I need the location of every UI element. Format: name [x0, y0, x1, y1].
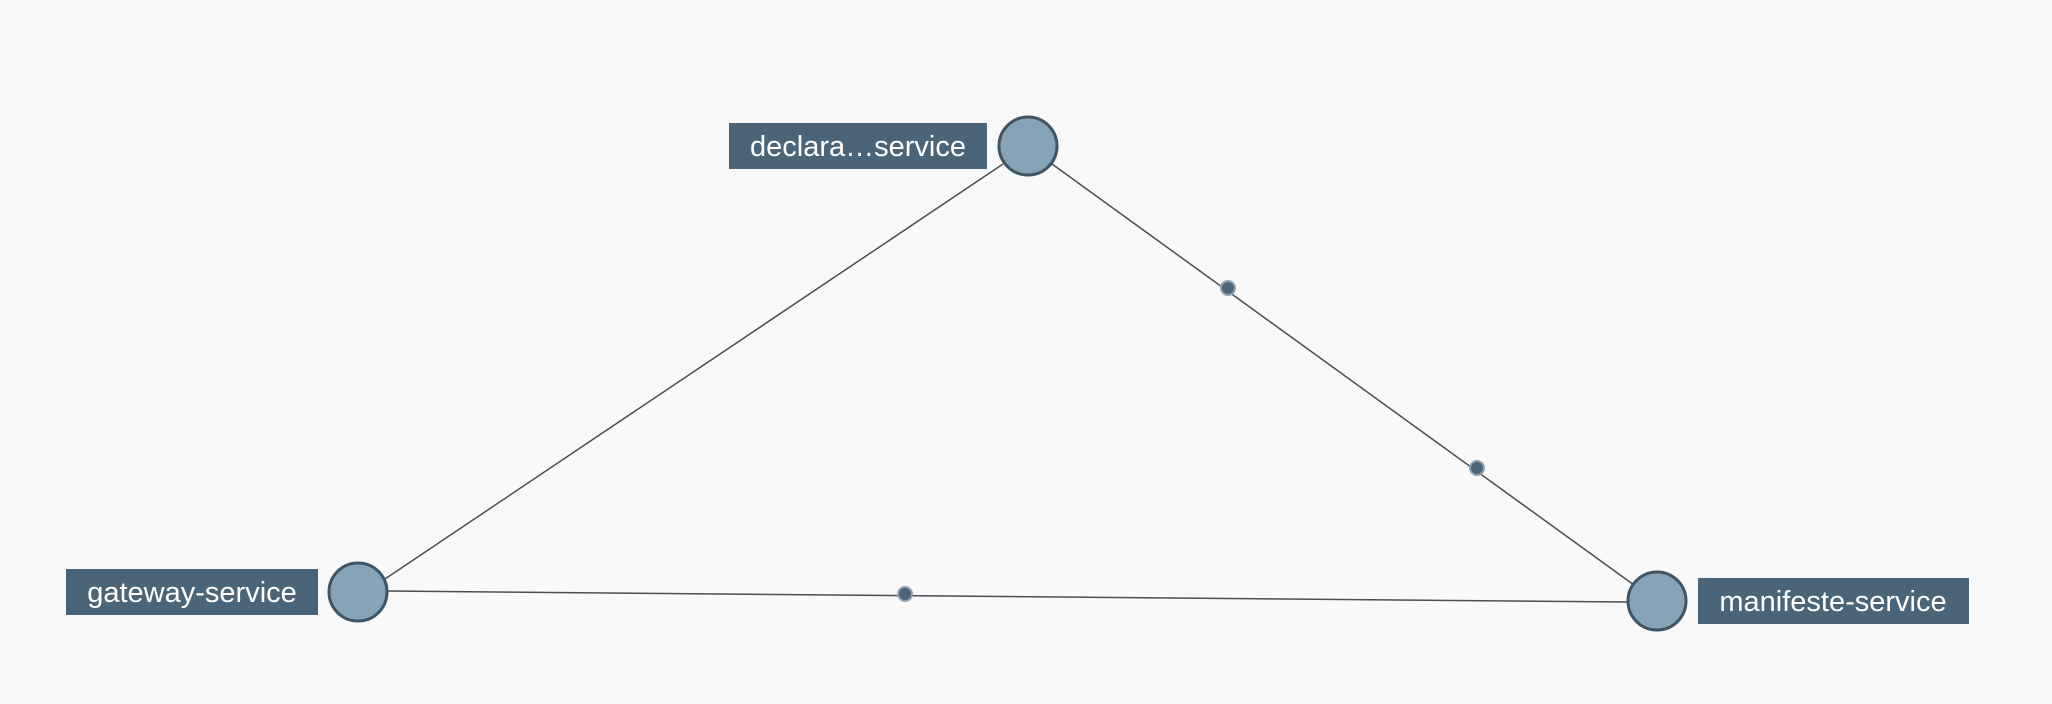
edge-declaration-to-manifeste[interactable]: [1051, 163, 1635, 586]
edge-gateway-to-manifeste[interactable]: [387, 590, 1629, 603]
node-label-background: [729, 123, 987, 169]
node-circle[interactable]: [1626, 570, 1688, 632]
traffic-dot: [1220, 280, 1236, 296]
traffic-dot: [1469, 460, 1485, 476]
node-label-background: [66, 569, 318, 615]
node-declaration[interactable]: declara…service: [729, 115, 1059, 177]
node-circle[interactable]: [327, 561, 389, 623]
node-label: manifeste-service: [1719, 586, 1946, 618]
node-label: declara…service: [750, 131, 966, 163]
node-circle[interactable]: [997, 115, 1059, 177]
node-label-background: [1698, 578, 1969, 624]
traffic-dot: [897, 586, 913, 602]
node-manifeste[interactable]: manifeste-service: [1626, 570, 1969, 632]
node-gateway[interactable]: gateway-service: [66, 561, 389, 623]
node-label: gateway-service: [87, 577, 297, 609]
edge-gateway-to-declaration[interactable]: [384, 163, 1004, 580]
